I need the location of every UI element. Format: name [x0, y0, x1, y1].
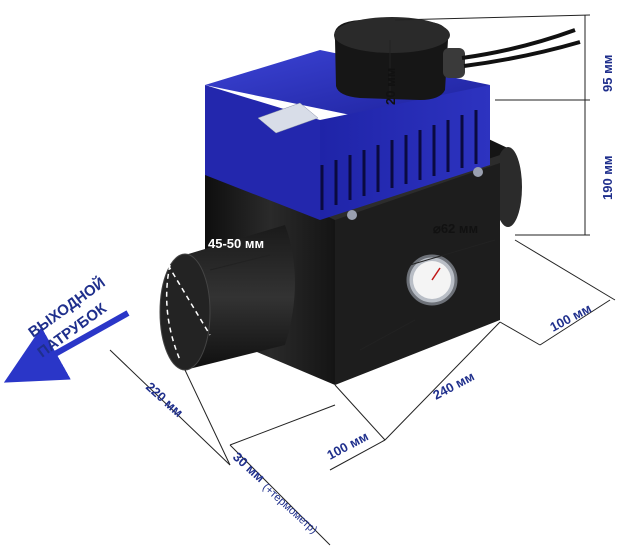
power-cable — [461, 28, 576, 60]
screw — [347, 210, 357, 220]
pipe-diameter-guide — [165, 264, 181, 361]
outlet-arrow — [3, 310, 130, 383]
label-top-height: 95 мм — [600, 55, 615, 92]
label-thermo-diameter: ⌀62 мм — [433, 221, 478, 236]
label-thermo-offset: 30 мм — [230, 449, 268, 485]
label-side-depth: 100 мм — [547, 300, 593, 334]
power-cable-2 — [463, 40, 581, 68]
label-thermo-note: (+термометр) — [260, 481, 319, 536]
dimension-lines — [109, 14, 616, 546]
label-cap-height: 20 мм — [383, 68, 398, 105]
label-length-220: 220 мм — [143, 379, 186, 420]
thermometer-needle — [431, 267, 441, 281]
label-body-height: 190 мм — [600, 155, 615, 200]
cable-gland — [443, 48, 465, 78]
pipe-diameter-line — [167, 264, 211, 336]
rear-pipe-end — [494, 147, 522, 227]
housing-sticker — [257, 102, 319, 134]
cap-lid — [334, 17, 450, 53]
housing-vents — [320, 110, 478, 210]
label-length-240: 240 мм — [430, 368, 476, 402]
screw — [473, 167, 483, 177]
label-pipe-diameter: 45-50 мм — [208, 236, 264, 251]
outlet-pipe — [185, 225, 295, 370]
label-front-100: 100 мм — [324, 428, 370, 462]
